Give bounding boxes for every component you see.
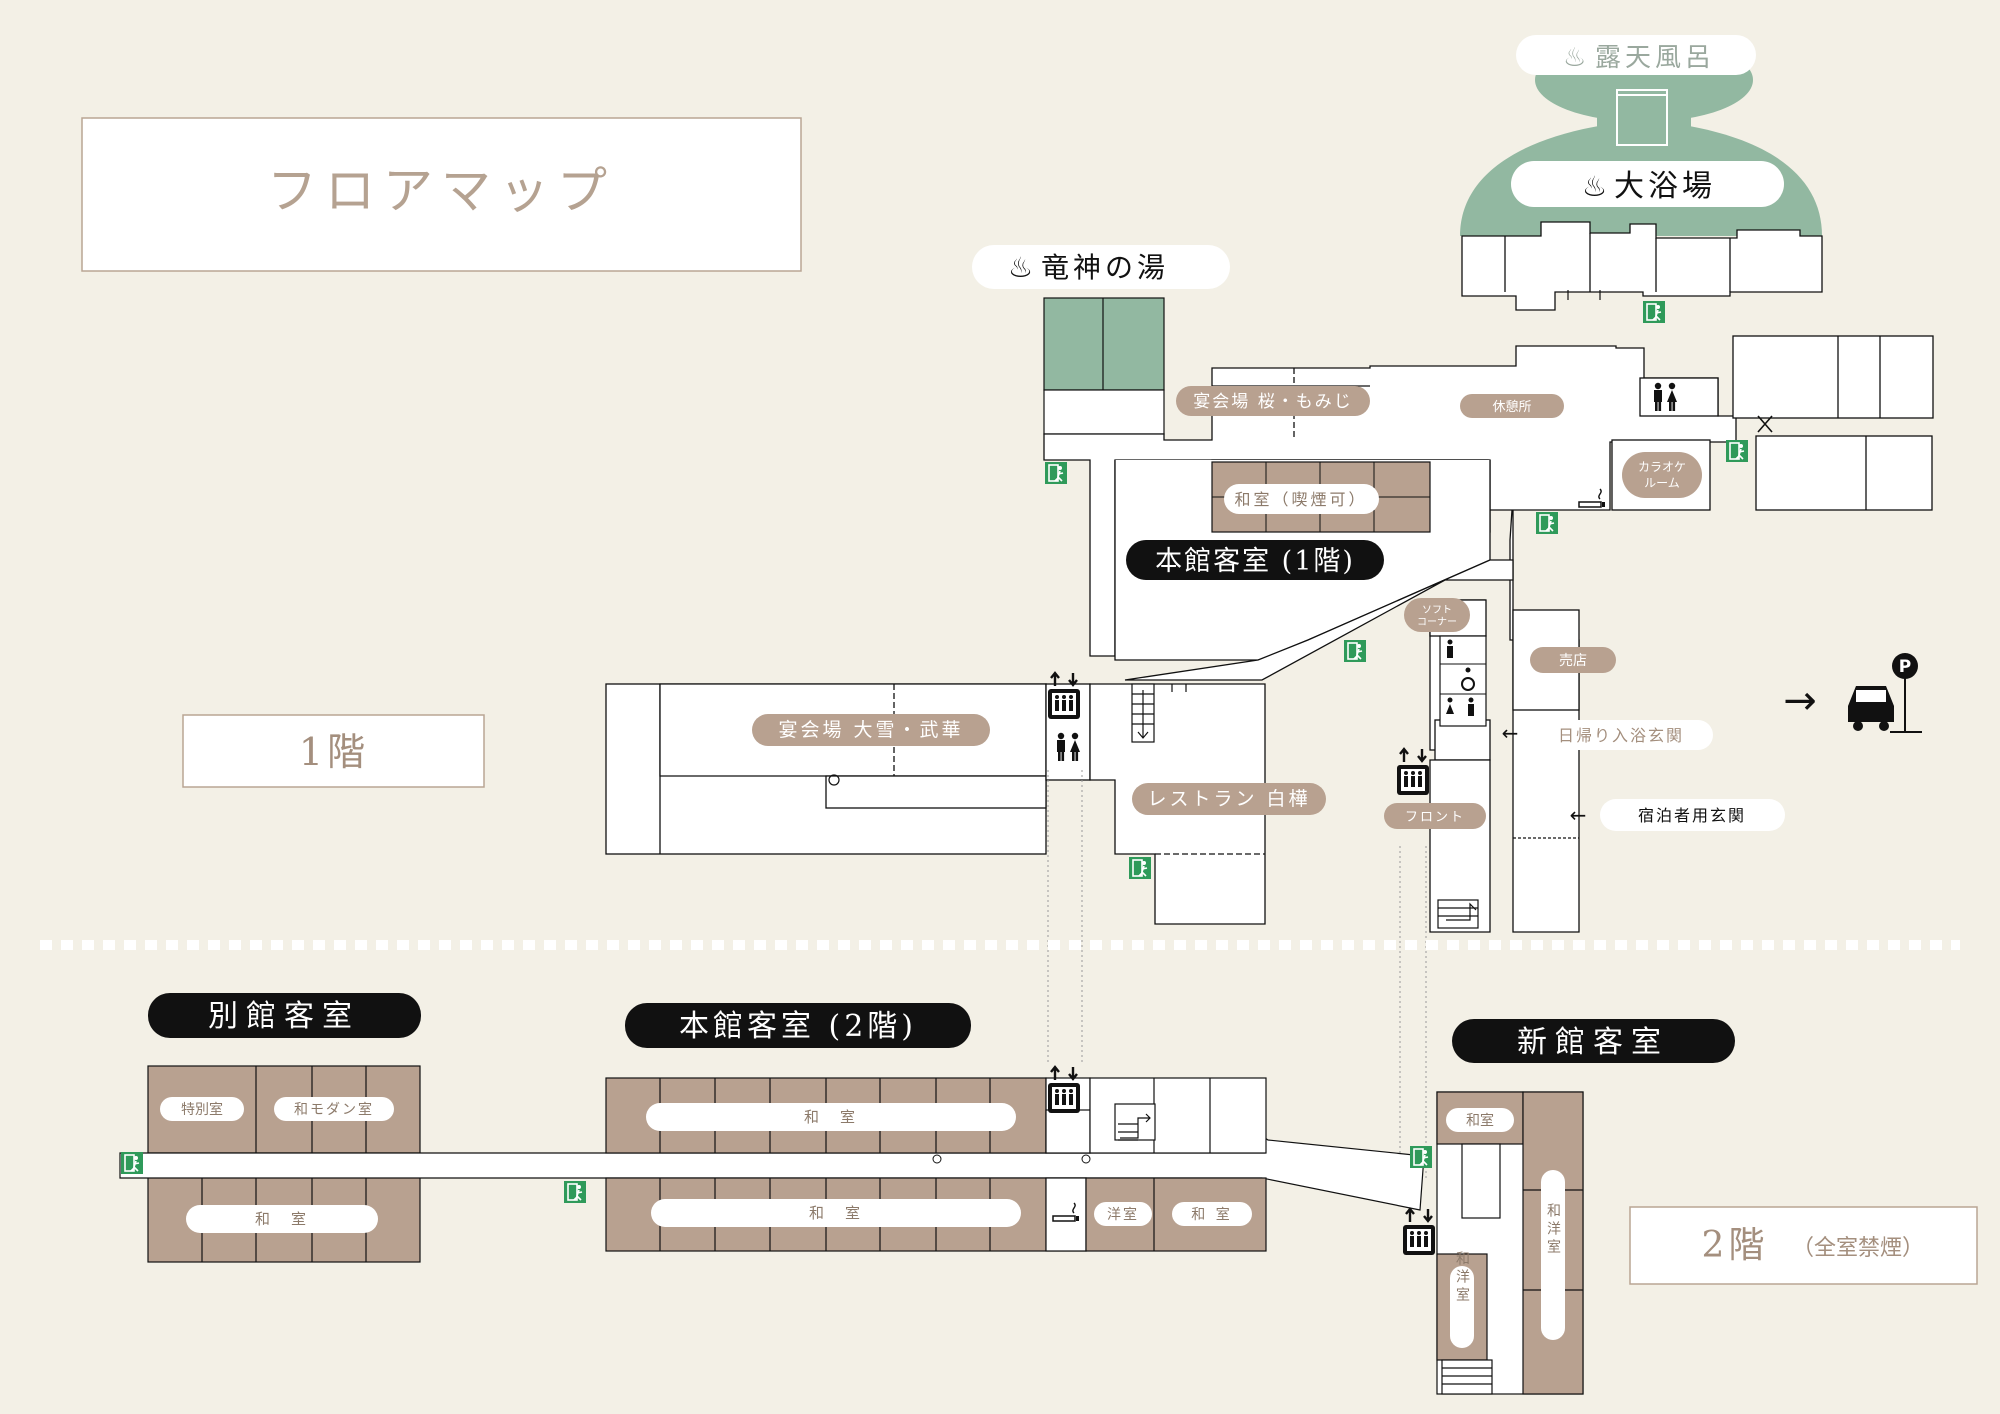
parking-icon: → P xyxy=(1783,653,1922,733)
wamodern-label: 和モダン室 xyxy=(274,1097,394,1121)
restaurant-label: レストラン 白樺 xyxy=(1132,783,1326,815)
tokubetsu-label: 特別室 xyxy=(160,1097,244,1121)
bekkan-washitsu-label: 和 室 xyxy=(186,1205,378,1233)
svg-text:宴会場 大雪・武華: 宴会場 大雪・武華 xyxy=(778,718,963,741)
floor-1-label: 1階 xyxy=(299,730,369,774)
svg-text:和 室: 和 室 xyxy=(804,1108,858,1126)
shukuhaku-entrance-label: ← 宿泊者用玄関 xyxy=(1570,799,1785,831)
elevator-icon xyxy=(1401,1207,1437,1257)
honkan-1f-label: 本館客室 (1階) xyxy=(1126,540,1384,580)
svg-text:→: → xyxy=(1783,678,1817,724)
svg-text:和 室: 和 室 xyxy=(1191,1206,1232,1223)
youshitsu-label: 洋室 xyxy=(1094,1202,1152,1226)
daiyokujo-text: 大浴場 xyxy=(1614,169,1716,204)
svg-text:宴会場 桜・もみじ: 宴会場 桜・もみじ xyxy=(1193,392,1352,412)
rotenburo-label: ♨ 露天風呂 xyxy=(1516,35,1756,75)
svg-text:和洋室: 和洋室 xyxy=(1545,1203,1561,1257)
svg-text:コーナー: コーナー xyxy=(1417,616,1457,628)
svg-text:日帰り入浴玄関: 日帰り入浴玄関 xyxy=(1558,726,1684,745)
floor-connectors xyxy=(1047,770,1427,1180)
floor-2-label: 2階 xyxy=(1702,1225,1769,1266)
enkai-taisetsu-label: 宴会場 大雪・武華 xyxy=(752,714,990,746)
exit-icon xyxy=(563,1180,587,1204)
svg-text:売店: 売店 xyxy=(1559,653,1587,669)
shinkan-wayou-b-label: 和洋室 xyxy=(1450,1251,1474,1348)
changing-rooms xyxy=(1461,221,1823,311)
stairs-1f xyxy=(1131,683,1479,929)
elevator-icon xyxy=(1395,747,1431,797)
floor-1-label-box xyxy=(182,714,485,788)
hot-spring-icon: ♨ xyxy=(1582,170,1607,203)
svg-text:宿泊者用玄関: 宿泊者用玄関 xyxy=(1638,806,1746,825)
front-label: フロント xyxy=(1384,803,1486,829)
svg-text:和 室: 和 室 xyxy=(255,1210,309,1228)
door-markers xyxy=(828,290,1601,786)
entrance-arrow-icon: ← xyxy=(1570,803,1587,827)
ryujin-label: ♨ 竜神の湯 xyxy=(972,245,1230,289)
svg-text:フロント: フロント xyxy=(1405,810,1465,825)
bekkan-pill: 別館客室 xyxy=(148,993,421,1038)
ryujin-text: 竜神の湯 xyxy=(1041,251,1169,284)
svg-text:洋室: 洋室 xyxy=(1107,1206,1139,1223)
page-title: フロアマップ xyxy=(267,162,615,220)
baiten-label: 売店 xyxy=(1530,647,1616,673)
parking-letter: P xyxy=(1899,657,1911,677)
honkan-2f-pill: 本館客室 (2階) xyxy=(625,1003,971,1048)
daiyokujo-label: ♨ 大浴場 xyxy=(1511,161,1784,207)
svg-text:和室: 和室 xyxy=(1466,1112,1494,1129)
svg-text:ルーム: ルーム xyxy=(1644,476,1680,490)
higaeri-entrance-label: ← 日帰り入浴玄関 xyxy=(1502,720,1713,750)
exit-icon xyxy=(1044,461,1068,485)
title-box xyxy=(81,117,802,272)
svg-text:和洋室: 和洋室 xyxy=(1454,1251,1470,1305)
exit-icon xyxy=(1128,856,1152,880)
svg-text:新館客室: 新館客室 xyxy=(1517,1025,1669,1060)
svg-text:本館客室 (1階): 本館客室 (1階) xyxy=(1155,546,1355,577)
floor-2-note: （全室禁煙） xyxy=(1792,1236,1924,1261)
door-marker xyxy=(1081,1154,1091,1164)
exit-icon xyxy=(1725,439,1749,463)
svg-text:和室（喫煙可）: 和室（喫煙可） xyxy=(1234,490,1367,509)
hot-spring-icon: ♨ xyxy=(1008,251,1033,284)
karaoke-label: カラオケ ルーム xyxy=(1622,452,1702,498)
honkan-washitsu-lower-label: 和 室 xyxy=(651,1199,1021,1227)
floor-2-label-box xyxy=(1629,1206,1978,1285)
enkai-sakura-label: 宴会場 桜・もみじ xyxy=(1176,386,1370,416)
svg-text:レストラン 白樺: レストラン 白樺 xyxy=(1147,788,1310,810)
svg-text:カラオケ: カラオケ xyxy=(1638,460,1686,474)
exit-icon xyxy=(120,1151,144,1175)
exit-icon xyxy=(1535,511,1559,535)
accessible-restroom-icons xyxy=(1439,635,1487,727)
ryujin-bath xyxy=(1043,297,1165,435)
soft-corner-label: ソフト コーナー xyxy=(1404,598,1470,632)
shinkan-washitsu-label: 和室 xyxy=(1446,1108,1514,1132)
svg-text:本館客室 (2階): 本館客室 (2階) xyxy=(679,1009,917,1044)
exit-icon xyxy=(1409,1145,1433,1169)
shinkan-wayou-a-label: 和洋室 xyxy=(1541,1170,1565,1340)
elevator-icon xyxy=(1046,1065,1082,1115)
svg-text:休憩所: 休憩所 xyxy=(1492,399,1531,415)
rotenburo-text: 露天風呂 xyxy=(1595,43,1715,73)
exit-icon xyxy=(1343,639,1367,663)
shinkan-pill: 新館客室 xyxy=(1452,1019,1735,1063)
svg-text:和 室: 和 室 xyxy=(809,1204,863,1222)
svg-text:ソフト: ソフト xyxy=(1422,605,1452,616)
hot-spring-icon: ♨ xyxy=(1563,43,1586,73)
honkan-washitsu-d-label: 和 室 xyxy=(1172,1202,1252,1226)
stairs-2f xyxy=(1118,1113,1151,1141)
honkan-washitsu-upper-label: 和 室 xyxy=(646,1103,1016,1131)
kyukei-label: 休憩所 xyxy=(1460,394,1564,418)
svg-text:別館客室: 別館客室 xyxy=(208,999,360,1034)
door-marker xyxy=(932,1154,942,1164)
elevator-icon xyxy=(1046,671,1082,721)
svg-text:特別室: 特別室 xyxy=(181,1101,223,1118)
first-floor-structure xyxy=(605,335,1934,933)
washitsu-smoking-label: 和室（喫煙可） xyxy=(1224,484,1379,514)
svg-text:和モダン室: 和モダン室 xyxy=(294,1101,374,1118)
entrance-arrow-icon: ← xyxy=(1502,721,1519,745)
exit-icon xyxy=(1642,300,1666,324)
closed-door-icon xyxy=(1757,415,1773,433)
